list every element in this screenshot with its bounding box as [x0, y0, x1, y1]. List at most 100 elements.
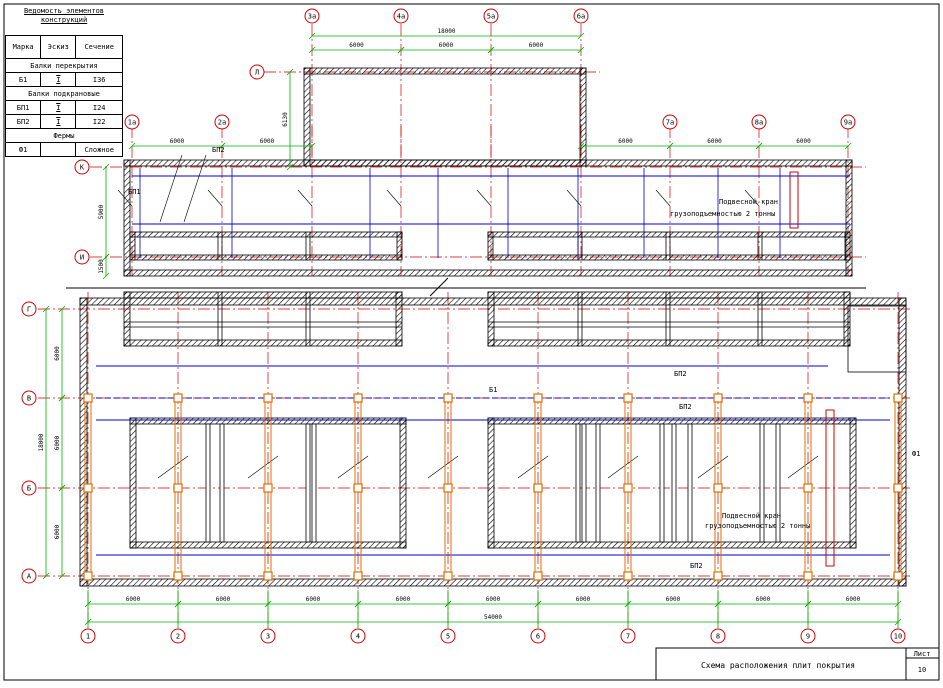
legend-section: Сложное	[75, 142, 123, 157]
legend-row: БП2 I I22	[4, 114, 123, 129]
column	[83, 393, 93, 403]
wall-lower-building	[898, 297, 907, 587]
wall-room-block	[844, 231, 851, 261]
axis-bubble-label: 3а	[308, 13, 316, 21]
wall-room-block	[487, 417, 857, 425]
axis-bubble-circle	[393, 8, 409, 24]
columns	[83, 393, 903, 581]
crane-marker	[825, 409, 835, 567]
axis-bubble-circle	[260, 628, 276, 644]
axis-bubble-circle	[21, 568, 37, 584]
axis-bubble-circle	[124, 114, 140, 130]
dim-tick	[102, 163, 110, 171]
axis-bubble-circle	[840, 114, 856, 130]
column	[623, 483, 633, 493]
axis-bubble-circle	[751, 114, 767, 130]
dim-label: 6000	[54, 346, 61, 361]
wall-partition	[205, 423, 211, 543]
wall-partition	[219, 423, 225, 543]
axis-bubble-bottom: 2	[170, 628, 186, 644]
leader-tick	[697, 455, 729, 479]
column	[353, 393, 363, 403]
column	[713, 393, 723, 403]
dim-label: 6000	[170, 138, 185, 145]
leader-line	[159, 154, 183, 223]
axis-bubble-circle	[74, 249, 90, 265]
leader-tick	[607, 455, 639, 479]
legend-sketch: I	[40, 100, 77, 115]
column	[173, 483, 183, 493]
wall-lower-building	[79, 297, 88, 587]
axis-bubble-circle	[440, 628, 456, 644]
legend-sketch: I	[40, 114, 77, 129]
dim-label: 6000	[846, 596, 861, 603]
dim-label: 6000	[126, 596, 141, 603]
dim-label: 6000	[349, 42, 364, 49]
column	[353, 483, 363, 493]
axis-bubble-circle	[620, 628, 636, 644]
legend-header-row: Марка Эскиз Сечение	[4, 35, 123, 59]
wall-room-block	[129, 417, 137, 549]
axis-bubble-label: 10	[894, 633, 902, 641]
wall-room-block	[129, 231, 403, 238]
dim-label: 6000	[796, 138, 811, 145]
dim-tick	[128, 142, 136, 150]
wall-room-block	[487, 231, 494, 261]
axis-bubble-bottom: 9	[800, 628, 816, 644]
axis-bubble-circle	[21, 390, 37, 406]
axis-bubble-label: 1	[86, 633, 90, 641]
axis-bubble-circle	[214, 114, 230, 130]
leader-tick	[744, 189, 760, 207]
column	[893, 483, 903, 493]
axis-bubble-bottom: 8	[710, 628, 726, 644]
column	[803, 483, 813, 493]
axis-bubble-label: 9	[806, 633, 810, 641]
wall-room-block	[129, 231, 136, 261]
label-bp2-bottom: БП2	[690, 562, 703, 570]
legend-section: I22	[75, 114, 123, 129]
axis-bubble-bottom: 7	[620, 628, 636, 644]
legend-col-sketch: Эскиз	[40, 35, 77, 59]
label-bp2-top: БП2	[212, 146, 225, 154]
axis-bubble-label: А	[27, 573, 32, 581]
axis-bubble-top: 5а	[483, 8, 499, 24]
axis-bubble-left: В	[21, 390, 37, 406]
column	[443, 571, 453, 581]
dim-label: 6000	[666, 596, 681, 603]
leader-tick	[517, 455, 549, 479]
axis-bubble-bottom: 6	[530, 628, 546, 644]
column	[533, 483, 543, 493]
column	[803, 393, 813, 403]
dim-tick	[58, 484, 66, 492]
dim-label: 18000	[38, 433, 45, 451]
column	[263, 571, 273, 581]
column	[173, 571, 183, 581]
axis-bubble-circle	[74, 159, 90, 175]
legend-title: Ведомость элементов конструкций	[23, 7, 105, 24]
column	[623, 393, 633, 403]
legend-mark: БП1	[4, 100, 42, 115]
wall-room-block	[396, 231, 403, 261]
wall-room-block	[399, 417, 407, 549]
axis-bubble-label: В	[27, 395, 31, 403]
wall-room-block	[129, 541, 407, 549]
dim-tick	[397, 46, 405, 54]
legend-row: БП1 I I24	[4, 100, 123, 115]
legend-sketch: I	[40, 72, 77, 87]
axis-bubble-circle	[170, 628, 186, 644]
leader-tick	[157, 455, 189, 479]
axis-bubble-top: 1а	[124, 114, 140, 130]
legend-col-section: Сечение	[75, 35, 123, 59]
axis-bubble-label: Г	[27, 306, 31, 314]
dim-label: 6000	[54, 435, 61, 450]
axis-bubble-top: 7а	[662, 114, 678, 130]
axis-bubble-bottom: 5	[440, 628, 456, 644]
dim-label: 6000	[54, 524, 61, 539]
dim-label: 6000	[756, 596, 771, 603]
axis-bubble-circle	[710, 628, 726, 644]
axis-bubble-circle	[304, 8, 320, 24]
column	[893, 393, 903, 403]
axis-bubble-label: 5	[446, 633, 450, 641]
dim-label: 1500	[98, 259, 105, 274]
axis-bubble-left: Г	[21, 301, 37, 317]
